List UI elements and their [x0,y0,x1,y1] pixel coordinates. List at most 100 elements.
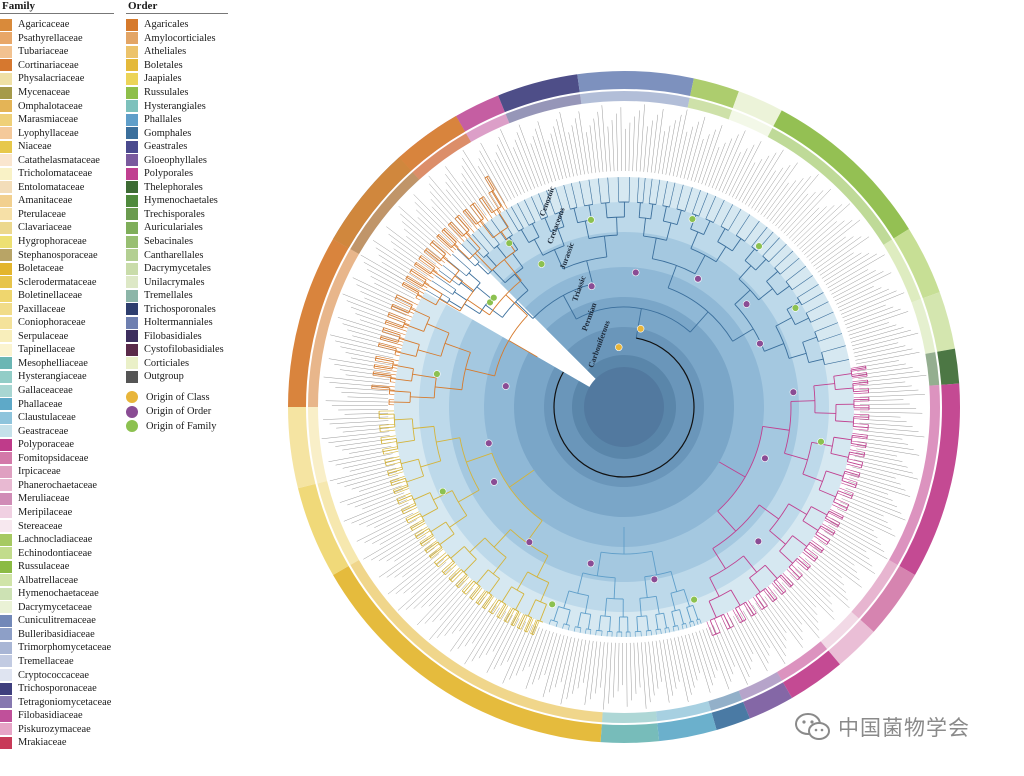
branch [650,630,652,636]
branch [717,426,764,512]
family-legend-label: Tremellaceae [18,655,74,667]
origin-marker [636,325,645,333]
family-legend-label: Russulaceae [18,561,70,573]
color-swatch [126,127,138,140]
order-legend-label: Holtermanniales [144,317,213,329]
family-ring-segment [743,682,792,719]
family-legend-label: Agaricaceae [18,19,70,31]
taxon-label [566,638,579,700]
branch [677,625,680,631]
order-ring-segment [851,560,898,619]
branch [383,327,406,336]
branch [801,292,824,306]
taxon-label [577,639,587,689]
branch [573,208,579,223]
taxon-label [741,155,770,203]
branch [723,614,731,629]
origin-legend-label: Origin of Family [146,420,217,432]
branch [753,597,763,610]
branch [692,605,699,620]
taxon-label [617,642,620,692]
branch [420,460,441,468]
taxon-label [711,138,733,189]
branch [489,280,522,316]
taxon-label [553,126,567,179]
taxon-label [778,584,819,631]
color-swatch [0,547,12,560]
branch [373,371,397,376]
taxon-label [732,141,762,198]
branch [865,443,867,448]
taxon-label [844,491,902,514]
color-swatch [0,384,12,397]
taxon-label [847,311,909,332]
color-swatch [126,45,138,58]
branch [373,367,397,372]
family-legend-item: Stereaceae [0,519,114,533]
order-legend-title: Order [128,0,158,12]
branch [663,613,667,629]
taxon-label [349,460,395,472]
family-legend-divider [0,13,114,14]
branch [748,600,757,614]
branch [472,233,489,254]
taxon-label [413,194,459,240]
taxon-label [680,126,694,178]
branch [585,628,587,634]
taxon-label [480,142,512,200]
order-legend-item: Sebacinales [126,235,228,249]
branch [738,265,752,280]
taxon-label [397,564,449,611]
family-legend-label: Boletaceae [18,263,64,275]
branch [378,346,401,353]
branch [808,543,822,554]
family-legend-item: Tricholomataceae [0,167,114,181]
color-swatch [0,520,12,532]
branch [419,534,433,543]
taxon-label [752,604,786,657]
family-legend-item: Gallaceaceae [0,384,114,398]
branch [411,268,432,282]
taxon-label [601,105,607,172]
taxon-label [755,602,787,649]
branch [423,251,443,267]
branch [392,303,414,314]
taxon-label [704,147,720,186]
branch [477,591,487,604]
taxon-label [335,340,395,355]
taxon-label [830,521,885,553]
branch [431,241,446,255]
branch [806,301,829,314]
taxon-label [378,541,431,578]
branch [382,448,398,452]
branch [558,212,565,227]
family-legend-item: Marasmiaceae [0,113,114,127]
branch [588,179,594,205]
branch [486,176,495,190]
taxon-label [738,158,763,201]
taxon-label [854,345,906,357]
taxon-label [766,180,797,220]
color-swatch [126,59,138,72]
taxon-label [632,116,635,172]
order-legend-label: Sebacinales [144,236,194,248]
color-swatch [126,100,138,113]
taxon-label [780,191,816,231]
branch [443,229,457,243]
taxon-label [842,494,906,521]
branch [820,525,834,534]
taxon-label [769,178,804,222]
taxon-label [344,412,389,415]
order-ring-segment [687,97,733,120]
family-legend-label: Lachnocladiaceae [18,534,93,546]
branch [826,515,840,524]
taxon-label [786,188,832,236]
origin-marker [754,537,763,546]
order-ring-segment [777,641,828,681]
taxon-label [633,642,637,694]
branch [825,517,839,526]
order-legend-item: Holtermanniales [126,316,228,330]
branch [734,289,751,305]
color-swatch [0,343,12,356]
